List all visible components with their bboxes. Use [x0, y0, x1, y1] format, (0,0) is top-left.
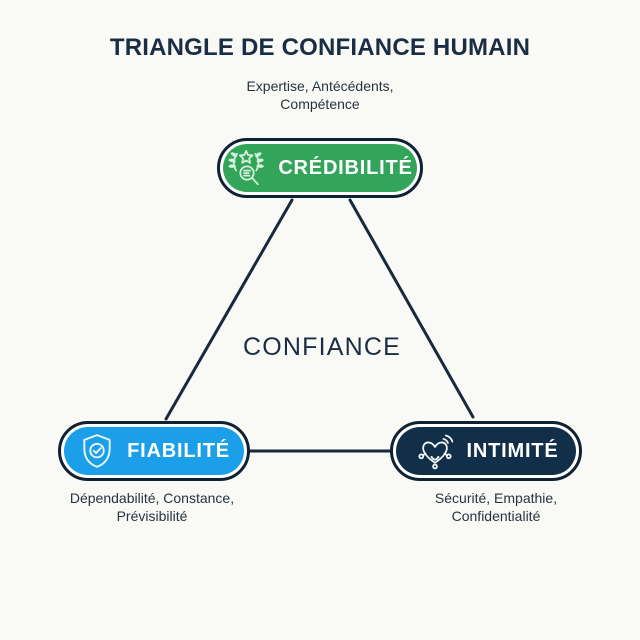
edge-credibility-intimacy [348, 198, 475, 419]
credibility-caption-line2: Compétence [280, 95, 360, 112]
reliability-label: FIABILITÉ [127, 439, 230, 462]
intimacy-caption-line2: Confidentialité [451, 507, 541, 524]
connected-heart-icon [417, 434, 453, 469]
intimacy-caption-line1: Sécurité, Empathie, [434, 490, 558, 506]
reliability-node-fill: FIABILITÉ [64, 427, 244, 475]
intimacy-caption: Sécurité, Empathie, Confidentialité [376, 490, 616, 525]
reliability-caption-line1: Dépendabilité, Constance, [69, 490, 235, 506]
intimacy-node-fill: INTIMITÉ [396, 427, 576, 475]
intimacy-label: INTIMITÉ [466, 439, 559, 462]
credibility-caption-line1: Expertise, Antécédents, [246, 78, 394, 94]
credibility-node-fill: CRÉDIBILITÉ [223, 144, 417, 192]
reliability-caption: Dépendabilité, Constance, Prévisibilité [32, 490, 272, 525]
credibility-caption: Expertise, Antécédents, Compétence [160, 78, 480, 113]
credibility-node: CRÉDIBILITÉ [217, 138, 423, 198]
reliability-caption-line2: Prévisibilité [116, 507, 188, 524]
center-label: CONFIANCE [242, 333, 402, 361]
diagram-title: TRIANGLE DE CONFIANCE HUMAIN [109, 34, 531, 61]
intimacy-node: INTIMITÉ [390, 421, 582, 481]
shield-check-icon [83, 434, 111, 468]
edge-credibility-reliability [164, 198, 294, 421]
star-laurel-magnifier-icon [228, 150, 265, 186]
credibility-label: CRÉDIBILITÉ [278, 156, 413, 179]
reliability-node: FIABILITÉ [58, 421, 250, 481]
